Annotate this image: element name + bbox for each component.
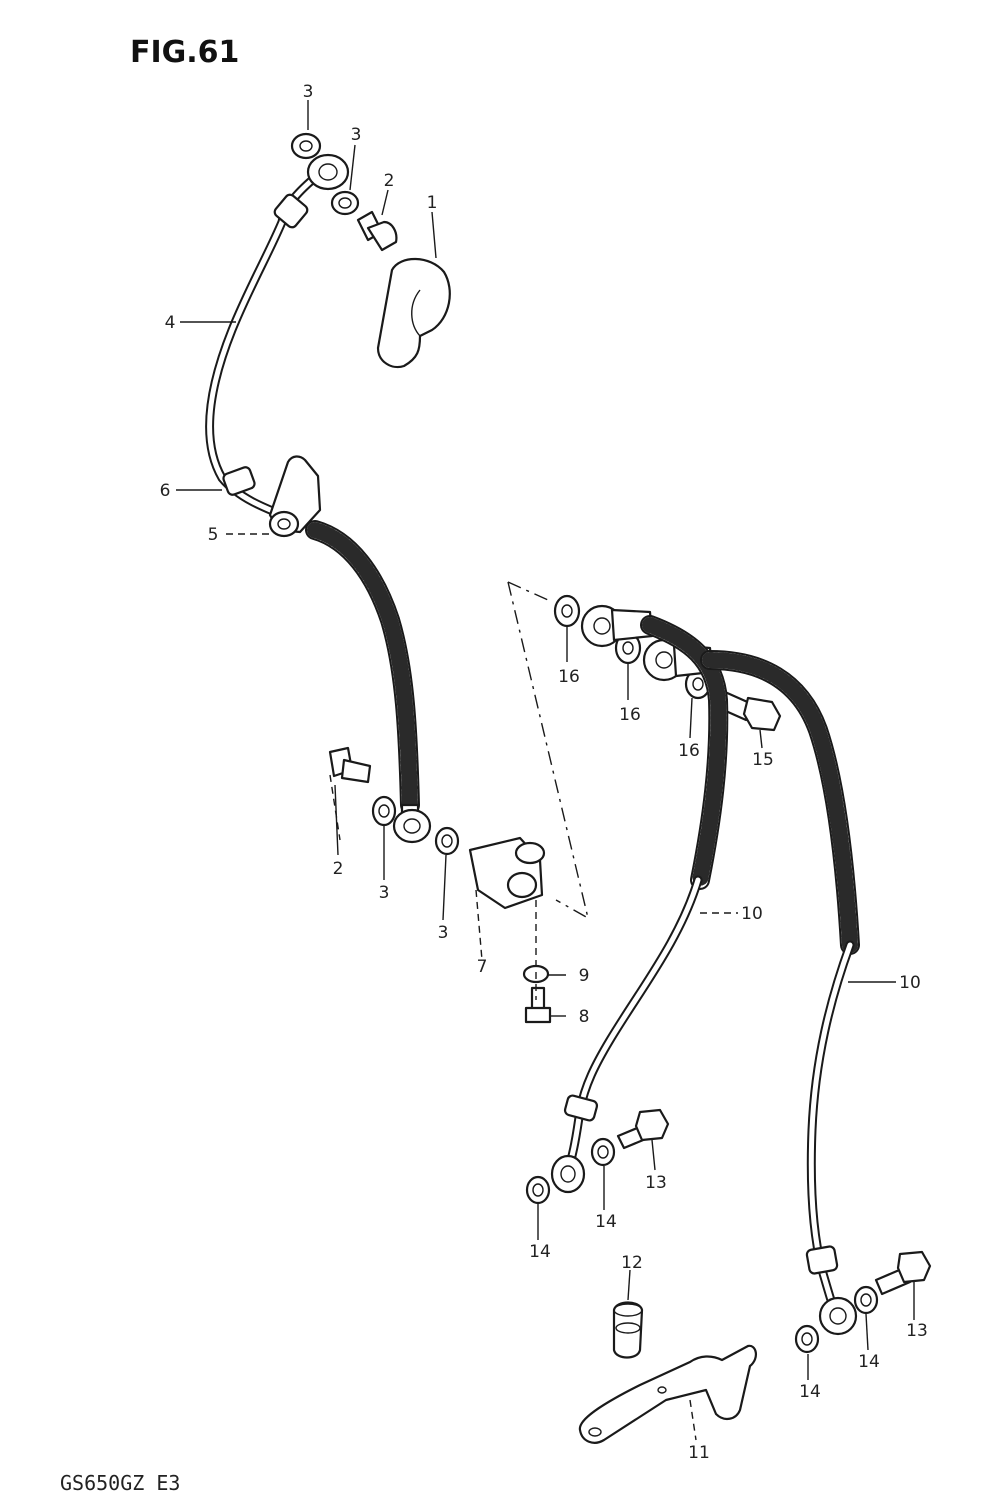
brake-hose-joint — [468, 836, 546, 910]
washer-16-a — [553, 594, 581, 628]
washer-3-upper-right — [330, 190, 360, 216]
union-bolt-lower — [328, 746, 372, 784]
lower-left-banjo — [392, 803, 432, 844]
lower-banjo-10-left — [550, 1154, 586, 1194]
callout-8: 8 — [579, 1007, 590, 1027]
callout-3-lower-left: 3 — [379, 883, 390, 903]
callout-4: 4 — [165, 313, 176, 333]
hose-bracket-11 — [578, 1344, 757, 1444]
braided-hose-upper — [305, 520, 420, 815]
hose-clamp-upper — [268, 455, 322, 538]
callout-3-upper: 3 — [351, 125, 362, 145]
washer-14-b — [590, 1137, 616, 1167]
grommet-12 — [612, 1301, 644, 1359]
washer-14-d — [794, 1324, 820, 1354]
bleeder-cap — [376, 257, 451, 369]
lower-banjo-10-right — [818, 1296, 858, 1336]
callout-15: 15 — [752, 750, 774, 770]
figure-footer-code: GS650GZ E3 — [60, 1471, 180, 1495]
callout-numbers: 3 3 2 1 4 6 5 2 3 3 7 9 8 16 16 16 15 10… — [160, 82, 928, 1463]
washer-3-top — [290, 132, 322, 160]
leader-lines — [176, 100, 915, 1441]
callout-6: 6 — [160, 481, 171, 501]
callout-14-d: 14 — [799, 1382, 821, 1402]
callout-9: 9 — [579, 966, 590, 986]
union-bolt-13-left — [616, 1108, 670, 1150]
callout-7: 7 — [477, 957, 488, 977]
callout-13-left: 13 — [645, 1173, 667, 1193]
washer-3-lower-right — [434, 826, 460, 856]
callout-12: 12 — [621, 1253, 643, 1273]
washer-3-lower-left — [371, 795, 397, 827]
brake-pipe-upper — [205, 170, 323, 527]
washer-14-c — [853, 1285, 879, 1315]
callout-2-upper: 2 — [384, 171, 395, 191]
callout-14-a: 14 — [529, 1242, 551, 1262]
callout-14-c: 14 — [858, 1352, 880, 1372]
callout-13-right: 13 — [906, 1321, 928, 1341]
callout-1: 1 — [427, 193, 438, 213]
callout-5: 5 — [208, 525, 219, 545]
upper-banjo-fitting — [306, 153, 350, 191]
callout-2-lower: 2 — [333, 859, 344, 879]
callout-16-a: 16 — [558, 667, 580, 687]
figure-title: FIG.61 — [130, 35, 239, 70]
callout-16-b: 16 — [619, 705, 641, 725]
bolt-8 — [524, 986, 552, 1024]
brake-hose-10-left — [560, 615, 729, 1185]
union-bolt-13-right — [874, 1250, 932, 1296]
banjo-right-a — [580, 604, 654, 648]
callout-3-lower-right: 3 — [438, 923, 449, 943]
callout-10-left: 10 — [741, 904, 763, 924]
callout-3-top: 3 — [303, 82, 314, 102]
callout-11: 11 — [688, 1443, 710, 1463]
brake-hose-10-right — [700, 650, 860, 1320]
callout-10-right: 10 — [899, 973, 921, 993]
washer-14-a — [525, 1175, 551, 1205]
callout-14-b: 14 — [595, 1212, 617, 1232]
callout-16-c: 16 — [678, 741, 700, 761]
union-bolt-upper — [356, 210, 398, 252]
